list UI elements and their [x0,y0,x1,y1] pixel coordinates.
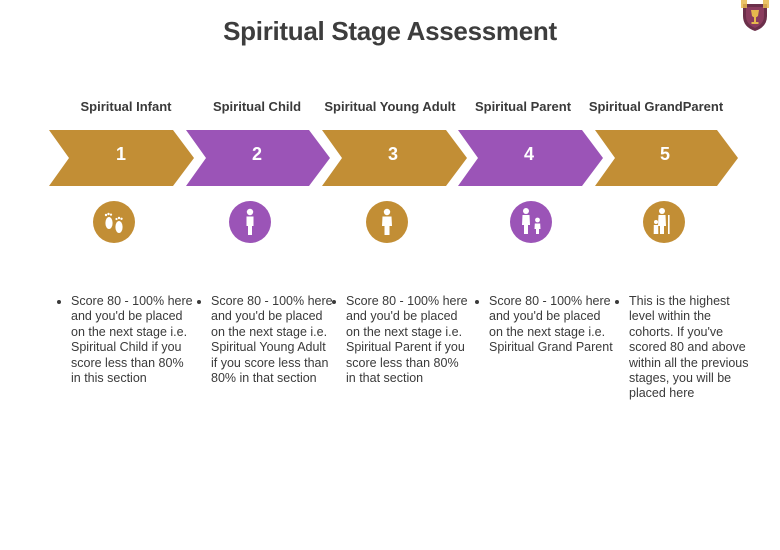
person-icon [366,201,408,243]
stage-number-1: 1 [115,144,126,164]
stage-label-1: Spiritual Infant [80,99,172,114]
logo-icon [741,0,769,31]
stage-chevron-row [49,130,738,186]
stage-number-2: 2 [251,144,262,164]
stage-description-1: Score 80 - 100% here and you'd be placed… [57,294,195,386]
stage-label-3: Spiritual Young Adult [324,99,456,114]
stage-description-4: Score 80 - 100% here and you'd be placed… [475,294,613,356]
stage-description-2: Score 80 - 100% here and you'd be placed… [197,294,335,386]
parent-child-icon [510,201,552,243]
stage-icon-bg-4 [510,201,552,243]
stage-icon-bg-1 [93,201,135,243]
stage-chevron-5 [595,130,738,186]
stage-label-5: Spiritual GrandParent [588,99,724,114]
stage-chevron-3 [322,130,467,186]
stage-description-3: Score 80 - 100% here and you'd be placed… [332,294,470,386]
stage-description-5: This is the highest level within the coh… [615,294,753,402]
page-title: Spiritual Stage Assessment [223,16,557,46]
stage-number-4: 4 [523,144,534,164]
stage-label-4: Spiritual Parent [474,99,572,114]
stage-chevron-4 [458,130,603,186]
stage-chevron-2 [186,130,330,186]
stage-label-2: Spiritual Child [212,99,302,114]
footprints-icon [93,201,135,243]
stage-chevron-1 [49,130,194,186]
stage-number-5: 5 [659,144,670,164]
grandparent-icon [643,201,685,243]
stage-number-3: 3 [387,144,398,164]
child-icon [229,201,271,243]
